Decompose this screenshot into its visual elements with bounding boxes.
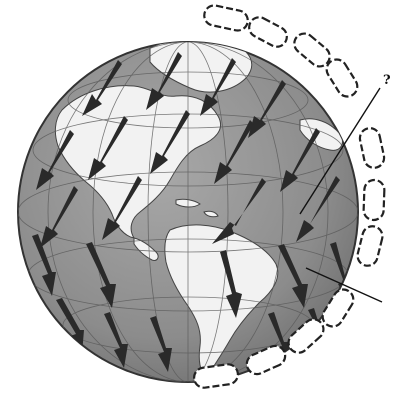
return-flow-loop-icon: [358, 126, 386, 169]
callout-label-upper: ?: [383, 74, 391, 87]
return-flow-loop-icon: [323, 56, 361, 101]
return-flow-loop-icon: [246, 14, 291, 50]
return-flow-loop-icon: [202, 4, 249, 33]
return-flow-loop-icon: [355, 224, 384, 268]
return-flow-loop-icon: [363, 180, 384, 221]
